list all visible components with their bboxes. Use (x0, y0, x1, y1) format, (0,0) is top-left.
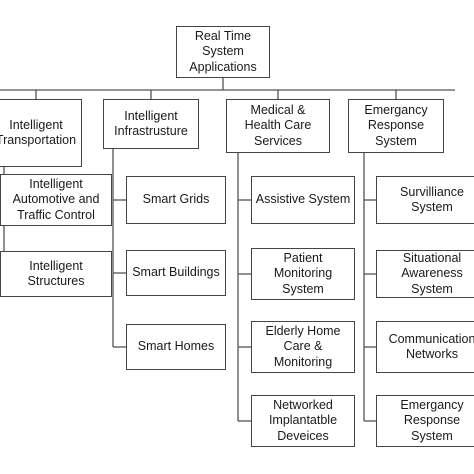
category-medical: Medical & Health Care Services (226, 99, 330, 153)
category-emergency: Emergancy Response System (348, 99, 444, 153)
node-assistive-system: Assistive System (251, 176, 355, 224)
node-surveillance-system: Survilliance System (376, 176, 474, 224)
node-situational-awareness: Situational Awareness System (376, 250, 474, 298)
category-infrastructure: Intelligent Infrastrusture (103, 99, 199, 149)
node-smart-grids: Smart Grids (126, 176, 226, 224)
node-implantable-devices: Networked Implantatble Deveices (251, 395, 355, 447)
root-node: Real Time System Applications (176, 26, 270, 78)
node-patient-monitoring: Patient Monitoring System (251, 248, 355, 300)
node-elderly-home-care: Elderly Home Care & Monitoring (251, 321, 355, 373)
node-intelligent-structures: Intelligent Structures (0, 251, 112, 297)
node-communication-networks: Communication Networks (376, 321, 474, 373)
node-smart-buildings: Smart Buildings (126, 250, 226, 296)
node-automotive-traffic: Intelligent Automotive and Traffic Contr… (0, 174, 112, 226)
node-emergency-response-system: Emergancy Response System (376, 395, 474, 447)
node-smart-homes: Smart Homes (126, 324, 226, 370)
category-transportation: Intelligent Transportation (0, 99, 82, 167)
